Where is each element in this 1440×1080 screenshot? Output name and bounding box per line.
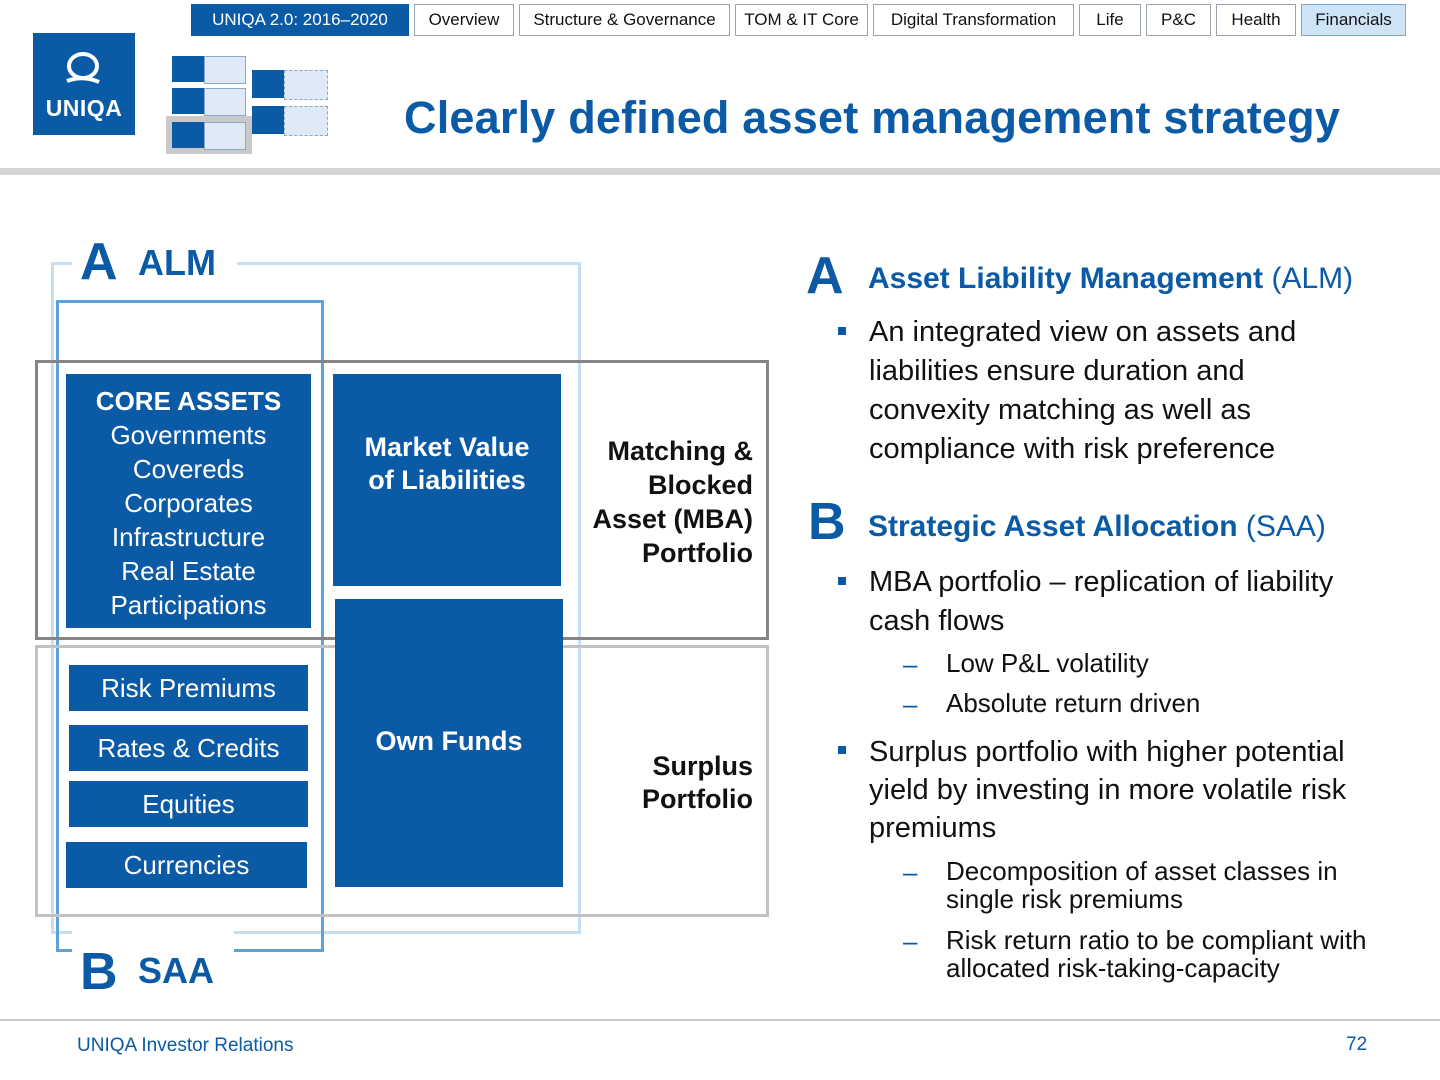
mini-label <box>284 106 328 136</box>
bullet-icon <box>838 577 846 585</box>
alm-frame <box>51 262 581 934</box>
saa-bullet-surplus: Surplus portfolio with higher potential … <box>869 736 1347 844</box>
rates-credits-box: Rates & Credits <box>69 725 308 771</box>
saa-heading-abbr: (SAA) <box>1245 510 1326 543</box>
alm-bullet-text: An integrated view on assets and liabili… <box>869 316 1297 465</box>
nav-tab-life[interactable]: Life <box>1079 4 1141 36</box>
mini-block <box>252 70 284 98</box>
saa-heading-bold: Strategic Asset Allocation <box>868 510 1238 543</box>
nav-tab-uniqa-2-0[interactable]: UNIQA 2.0: 2016–2020 <box>191 4 409 36</box>
market-value-liabilities-box: Market Value of Liabilities <box>333 374 561 586</box>
footer-divider <box>0 1019 1440 1021</box>
dash-icon: – <box>903 926 918 956</box>
dash-icon: – <box>903 689 918 719</box>
mini-block <box>172 122 204 148</box>
dash-icon: – <box>903 649 918 679</box>
mba-portfolio-label: Matching & Blocked Asset (MBA) Portfolio <box>592 436 753 568</box>
market-value-liabilities-label: Market Value of Liabilities <box>364 432 530 495</box>
mini-block <box>172 56 204 82</box>
core-asset-item: Governments <box>110 420 267 450</box>
nav-tab-overview[interactable]: Overview <box>414 4 514 36</box>
mini-label <box>204 56 246 84</box>
alm-label: ALM <box>138 242 216 283</box>
title-divider <box>0 168 1440 175</box>
mini-label <box>204 122 246 150</box>
alm-heading: Asset Liability Management (ALM) <box>868 262 1353 296</box>
page-number: 72 <box>1346 1034 1368 1055</box>
core-asset-item: Covereds <box>132 454 245 484</box>
nav-tab-pc[interactable]: P&C <box>1146 4 1211 36</box>
nav-tab-financials[interactable]: Financials <box>1301 4 1406 36</box>
nav-tab-structure-governance[interactable]: Structure & Governance <box>519 4 730 36</box>
uniqa-logo: UNIQA <box>33 33 135 135</box>
core-asset-item: Participations <box>110 590 267 620</box>
dash-icon: – <box>903 857 918 887</box>
saa-label: SAA <box>138 950 215 991</box>
core-asset-item: Corporates <box>124 488 253 518</box>
mini-block <box>252 106 284 134</box>
footer-investor-relations: UNIQA Investor Relations <box>77 1035 294 1056</box>
alm-heading-abbr: (ALM) <box>1271 262 1354 295</box>
mini-block <box>172 88 204 114</box>
nav-tab-health[interactable]: Health <box>1216 4 1296 36</box>
page-title: Clearly defined asset management strateg… <box>404 92 1341 143</box>
uniqa-logo-icon <box>66 52 100 84</box>
currencies-box: Currencies <box>66 842 307 888</box>
equities-box: Equities <box>69 781 308 827</box>
bullet-icon <box>838 327 846 335</box>
core-asset-item: Real Estate <box>121 556 256 586</box>
right-a-letter: A <box>806 247 844 305</box>
logo-text: UNIQA <box>45 95 123 121</box>
nav-tab-digital-transformation[interactable]: Digital Transformation <box>873 4 1074 36</box>
mini-label <box>204 88 246 116</box>
risk-premiums-box: Risk Premiums <box>69 665 308 711</box>
bullet-icon <box>838 746 846 754</box>
surplus-portfolio-label: Surplus Portfolio <box>642 751 753 814</box>
core-asset-item: Infrastructure <box>111 522 266 552</box>
saa-label-mask <box>72 930 234 1000</box>
own-funds-label: Own Funds <box>375 725 523 756</box>
alm-letter: A <box>80 233 118 291</box>
saa-heading: Strategic Asset Allocation (SAA) <box>868 510 1326 544</box>
core-assets-box: CORE ASSETS Governments Covereds Corpora… <box>66 374 311 628</box>
mini-label <box>284 70 328 100</box>
alm-label-mask <box>72 236 237 292</box>
right-b-letter: B <box>808 493 846 551</box>
alm-heading-bold: Asset Liability Management <box>868 262 1264 295</box>
saa-letter: B <box>80 943 118 1001</box>
saa-sub-risk-return: Risk return ratio to be compliant with a… <box>946 925 1367 983</box>
mini-navigation-diagram <box>166 52 330 154</box>
saa-sub-low-volatility: Low P&L volatility <box>946 648 1149 678</box>
saa-sub-decomposition: Decomposition of asset classes in single… <box>946 856 1338 914</box>
core-assets-heading: CORE ASSETS <box>95 386 282 416</box>
saa-sub-absolute-return: Absolute return driven <box>946 688 1201 718</box>
nav-tab-tom-it-core[interactable]: TOM & IT Core <box>735 4 868 36</box>
own-funds-box: Own Funds <box>335 599 563 887</box>
saa-bullet-mba: MBA portfolio – replication of liability… <box>869 566 1334 637</box>
